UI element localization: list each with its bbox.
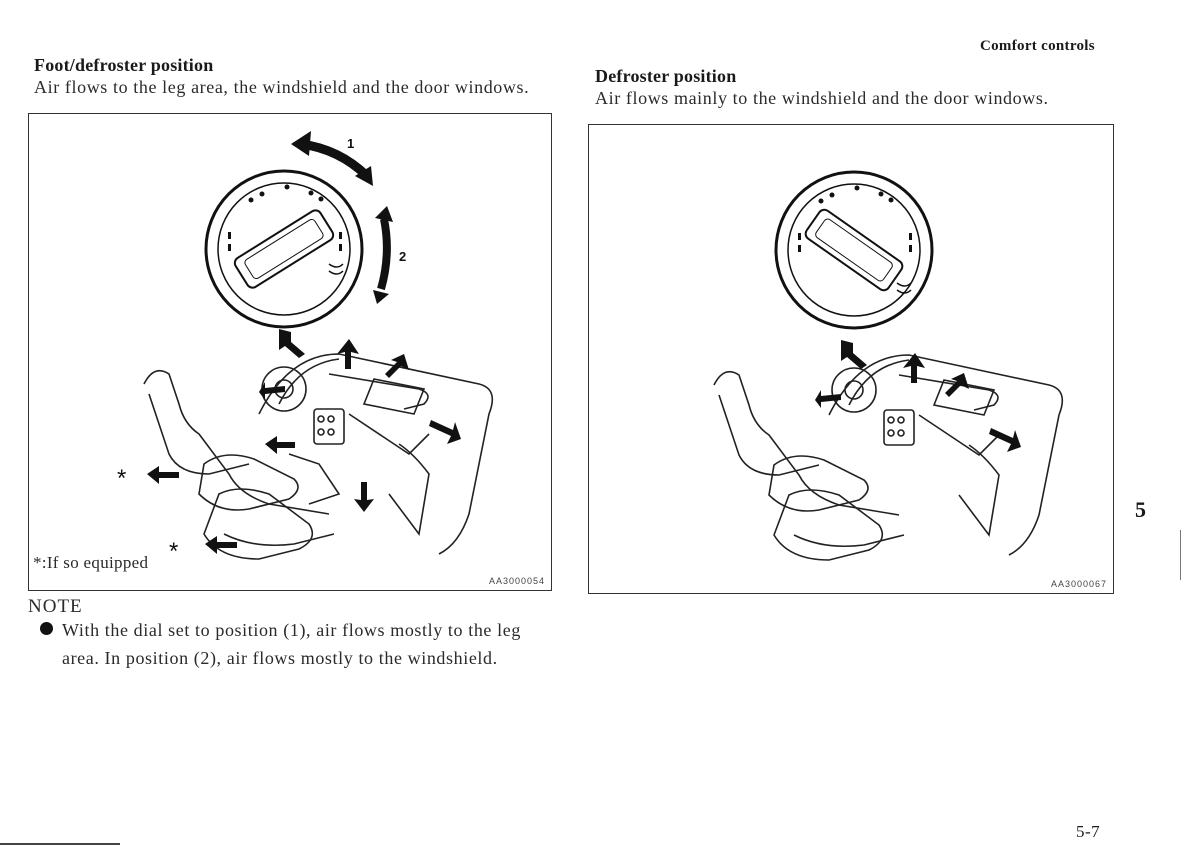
section-title: Comfort controls: [980, 38, 1095, 54]
note-line-2: area. In position (2), air flows mostly …: [62, 648, 498, 668]
note-line-1: With the dial set to position (1), air f…: [62, 620, 521, 640]
vertical-arrow-icon: [373, 206, 393, 304]
note-label: NOTE: [28, 596, 83, 617]
note-bullet-icon: [40, 622, 53, 635]
figure-code-right: AA3000067: [1050, 579, 1107, 589]
control-dial-icon: [204, 169, 364, 329]
airflow-arrows-icon-right: [815, 340, 1021, 452]
car-interior-illustration: [143, 353, 494, 560]
figure-code-left: AA3000054: [488, 576, 545, 586]
rotation-arrow-icon: [291, 131, 373, 186]
figure-footnote: *:If so equipped: [33, 553, 149, 572]
footer-rule: [0, 843, 120, 845]
foot-defroster-illustration: 1 2: [117, 131, 494, 565]
page-number: 5-7: [1076, 822, 1101, 841]
chapter-tab: 5: [1135, 497, 1146, 522]
defroster-illustration: [713, 170, 1064, 561]
car-interior-illustration-right: [713, 354, 1064, 561]
defroster-figure: AA3000067: [588, 124, 1114, 594]
dial-callout-1: 1: [347, 136, 354, 151]
foot-defroster-description: Air flows to the leg area, the windshiel…: [34, 77, 530, 97]
asterisk-marker-1: *: [117, 465, 126, 492]
defroster-description: Air flows mainly to the windshield and t…: [595, 88, 1049, 108]
defroster-heading: Defroster position: [595, 66, 737, 86]
foot-defroster-heading: Foot/defroster position: [34, 55, 214, 75]
airflow-arrows-icon: [147, 329, 461, 554]
control-dial-icon-right: [774, 170, 934, 330]
asterisk-marker-2: *: [169, 538, 178, 565]
foot-defroster-figure: 1 2: [28, 113, 552, 591]
dial-callout-2: 2: [399, 249, 406, 264]
margin-rule: [1180, 530, 1181, 580]
